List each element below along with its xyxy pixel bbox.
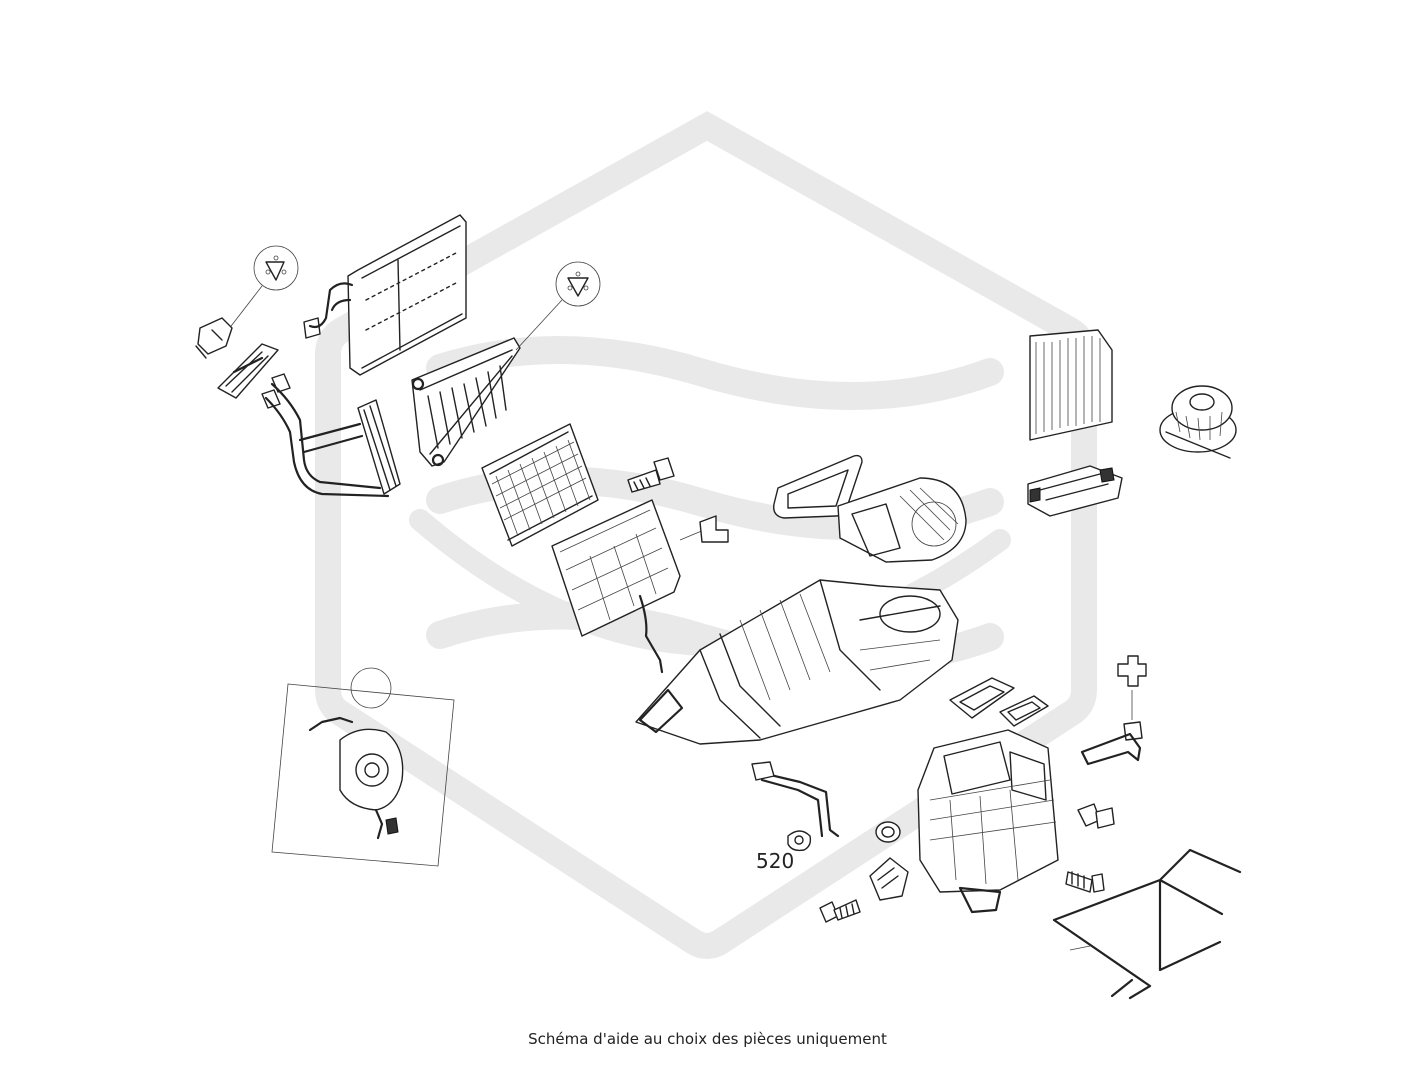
bolt-right[interactable] bbox=[1077, 803, 1115, 829]
heater-core-left[interactable] bbox=[303, 214, 467, 376]
detail-callout-valve-left bbox=[227, 245, 299, 331]
screw-bottom-right[interactable] bbox=[1065, 871, 1105, 893]
seal-gasket-left[interactable] bbox=[217, 343, 279, 399]
heater-core-pipes[interactable] bbox=[261, 373, 401, 498]
gasket-pair[interactable] bbox=[949, 677, 1049, 727]
actuator-motor[interactable] bbox=[869, 857, 909, 901]
blower-fan[interactable] bbox=[1159, 385, 1237, 459]
cabin-filter[interactable] bbox=[1029, 329, 1113, 441]
diagram-caption: Schéma d'aide au choix des pièces unique… bbox=[528, 1030, 887, 1048]
nut-520[interactable] bbox=[787, 830, 812, 852]
ptc-heater[interactable] bbox=[481, 423, 599, 547]
orientation-arrow bbox=[1052, 848, 1242, 1000]
blower-housing-frame[interactable] bbox=[551, 499, 729, 674]
screw-center[interactable] bbox=[627, 457, 675, 493]
evaporator-core[interactable] bbox=[411, 337, 521, 467]
water-pump[interactable] bbox=[308, 716, 404, 840]
part-label-520: 520 bbox=[756, 849, 794, 873]
detail-box-water-pump bbox=[271, 667, 455, 867]
actuator-bracket[interactable] bbox=[751, 761, 840, 838]
expansion-valve[interactable] bbox=[195, 317, 233, 359]
filter-housing[interactable] bbox=[1027, 465, 1123, 517]
hvac-lower-module[interactable] bbox=[917, 729, 1059, 914]
blower-motor-housing[interactable] bbox=[837, 477, 967, 563]
screw-bottom-left[interactable] bbox=[819, 899, 861, 923]
detail-callout-valve-right bbox=[515, 261, 601, 351]
hvac-main-case[interactable] bbox=[635, 579, 959, 745]
sensor-bracket[interactable] bbox=[1080, 655, 1147, 766]
ring-clip[interactable] bbox=[875, 821, 901, 843]
